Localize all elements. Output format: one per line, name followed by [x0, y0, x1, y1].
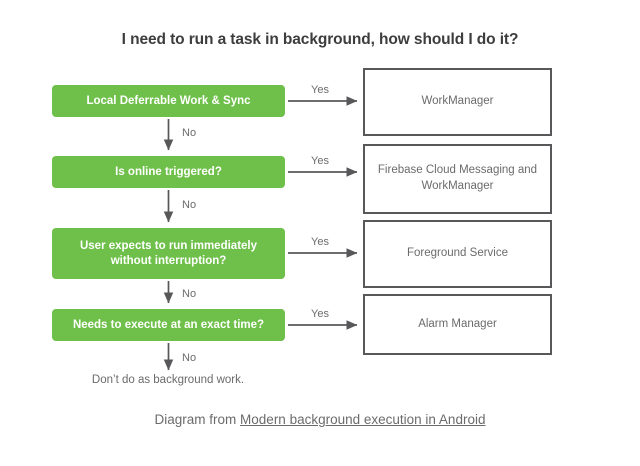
edge-label-yes-4: Yes	[311, 308, 329, 320]
edge-label-no-3: No	[182, 288, 197, 300]
decision-box-local-deferrable-work[interactable]: Local Deferrable Work & Sync	[52, 85, 285, 117]
outcome-box-foreground-service[interactable]: Foreground Service	[363, 220, 552, 288]
caption: Diagram from Modern background execution…	[0, 412, 640, 427]
edge-label-yes-3: Yes	[311, 236, 329, 248]
decision-box-exact-time[interactable]: Needs to execute at an exact time?	[52, 309, 285, 341]
outcome-box-firebase-cloud-messaging[interactable]: Firebase Cloud Messaging and WorkManager	[363, 144, 552, 214]
outcome-box-alarm-manager[interactable]: Alarm Manager	[363, 294, 552, 355]
decision-box-is-online-triggered[interactable]: Is online triggered?	[52, 156, 285, 188]
outcome-box-workmanager[interactable]: WorkManager	[363, 68, 552, 136]
edge-label-yes-1: Yes	[311, 84, 329, 96]
caption-prefix: Diagram from	[154, 412, 241, 427]
terminal-text-dont-do-background: Don’t do as background work.	[91, 374, 245, 386]
edge-label-yes-2: Yes	[311, 155, 329, 167]
edge-label-no-2: No	[182, 199, 197, 211]
caption-source-link[interactable]: Modern background execution in Android	[240, 412, 486, 427]
page-title: I need to run a task in background, how …	[121, 31, 519, 48]
edge-label-no-4: No	[182, 352, 197, 364]
decision-box-run-immediately[interactable]: User expects to run immediately without …	[52, 228, 285, 279]
edge-label-no-1: No	[182, 127, 197, 139]
